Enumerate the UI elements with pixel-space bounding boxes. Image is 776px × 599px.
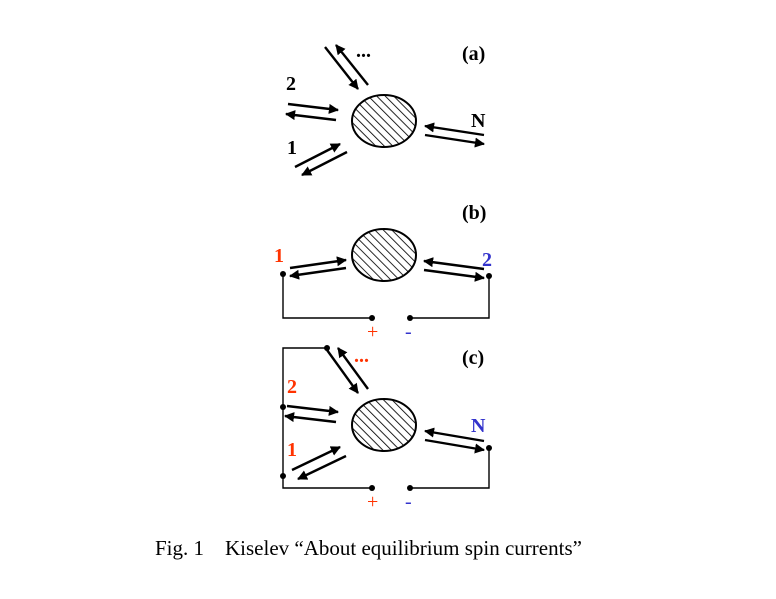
lead-arrows-b-2: [423, 257, 485, 282]
panel-c: (c) 1 2 ... N + -: [280, 345, 492, 513]
circuit-nodes-c: [280, 345, 492, 491]
lead-label-c-n: N: [471, 415, 486, 437]
lead-label-b-1: 1: [274, 245, 284, 267]
terminal-minus-c: -: [405, 491, 412, 513]
lead-arrows-a-2: [284, 102, 340, 122]
lead-label-c-2: 2: [287, 376, 297, 398]
lead-arrows-c-n: [424, 427, 485, 454]
lead-label-a-2: 2: [286, 73, 296, 95]
figure-caption: Fig. 1 Kiselev “About equilibrium spin c…: [155, 536, 582, 560]
lead-arrows-a-dots: [324, 44, 369, 90]
circuit-nodes-b: [280, 271, 492, 321]
lead-label-a-n: N: [471, 110, 486, 132]
lead-arrows-a-n: [424, 122, 485, 148]
panel-b: (b) 1 2 + -: [274, 202, 492, 343]
panel-a: (a) 1 2 ... N: [284, 40, 486, 177]
terminal-minus-b: -: [405, 321, 412, 343]
lead-arrows-a-1: [294, 142, 348, 177]
terminal-plus-c: +: [367, 491, 378, 513]
lead-label-a-1: 1: [287, 137, 297, 159]
lead-arrows-b-1: [289, 256, 347, 280]
scatterer-a: [351, 94, 417, 148]
lead-label-c-dots: ...: [354, 345, 369, 367]
scatterer-c: [351, 398, 417, 452]
panel-tag-b: (b): [462, 202, 486, 224]
lead-arrows-c-dots: [326, 347, 369, 394]
lead-label-a-dots: ...: [356, 40, 371, 62]
lead-arrows-c-2: [283, 404, 340, 424]
scatterer-b: [351, 228, 417, 282]
lead-label-b-2: 2: [482, 249, 492, 271]
lead-label-c-1: 1: [287, 439, 297, 461]
terminal-plus-b: +: [367, 321, 378, 343]
panel-tag-a: (a): [462, 43, 485, 65]
panel-tag-c: (c): [462, 347, 484, 369]
lead-arrows-c-1: [291, 445, 347, 481]
external-circuit-b: [282, 274, 490, 319]
external-circuit-c: [282, 347, 490, 489]
